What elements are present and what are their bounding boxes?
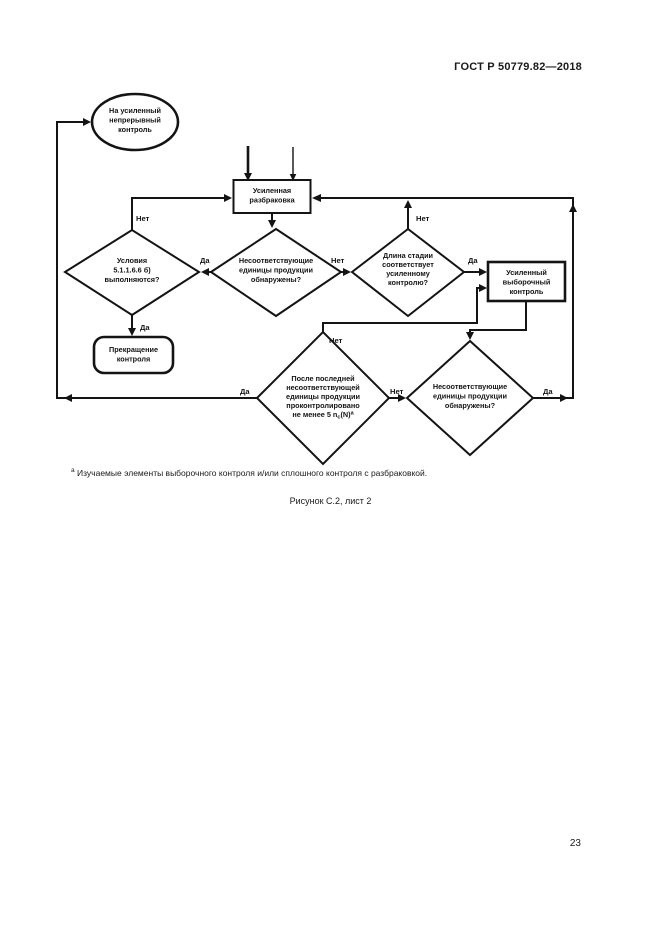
formula-pre: не менее 5 n [292,410,337,419]
svg-text:Усиленный: Усиленный [506,268,547,277]
node-stage-length-diamond [350,227,466,318]
formula-sup: а [351,411,355,417]
document-header: ГОСТ Р 50779.82—2018 [454,61,582,73]
svg-text:разбраковка: разбраковка [249,196,295,205]
svg-text:выполняются?: выполняются? [104,275,160,284]
flowchart-edge-labels: Нет Да Нет Нет Да Да Нет Нет Да Да [136,214,553,396]
node-tightened-sampling-label: Усиленный выборочный контроль [503,268,551,296]
svg-text:контроль: контроль [118,125,152,134]
connector-sampling-down [469,301,527,333]
node-start-ellipse [90,92,180,152]
arrowhead-return-up [569,204,577,212]
footnote-marker: а [71,467,75,474]
arrowhead-into-nonconf-bottom [466,332,474,340]
figure-caption: Рисунок С.2, лист 2 [289,496,372,506]
node-nonconforming-bottom-label: Несоответствующие единицы продукции обна… [433,382,507,410]
node-start-label: На усиленный непрерывный контроль [109,106,161,134]
svg-text:выборочный: выборочный [503,278,551,287]
edge-label-no-after-last-right: Нет [390,387,404,396]
svg-text:Усиленная: Усиленная [253,186,291,195]
svg-text:единицы продукции: единицы продукции [433,392,507,401]
svg-text:соответствует: соответствует [382,260,434,269]
footnote: а Изучаемые элементы выборочного контрол… [71,467,427,478]
edge-label-no-nonconf-top: Нет [331,256,345,265]
node-tightened-sampling-rect [486,260,567,303]
footnote-text: Изучаемые элементы выборочного контроля … [77,467,428,478]
svg-text:После последней: После последней [291,374,354,383]
edge-label-no-conditions: Нет [136,214,150,223]
flowchart-arrowheads [64,118,577,402]
svg-text:проконтролировано: проконтролировано [286,401,360,410]
svg-text:обнаружены?: обнаружены? [445,401,496,410]
flowchart-connectors [56,121,574,399]
flowchart-node-text: На усиленный непрерывный контроль Усилен… [104,106,550,421]
flowchart: На усиленный непрерывный контроль Усилен… [56,92,577,466]
formula-mid: (N) [340,410,351,419]
arrowhead-into-start [83,118,91,126]
arrowhead-into-sampling-bottom [479,284,487,292]
node-after-last-diamond [255,330,391,466]
node-conditions-diamond [63,228,201,317]
svg-text:контролю?: контролю? [388,278,429,287]
flowchart-nodes [63,92,567,466]
page-number: 23 [569,838,581,849]
arrowhead-nonconf-no-right [343,268,351,276]
edge-label-yes-nonconf-bottom: Да [543,387,553,396]
svg-text:Длина стадии: Длина стадии [383,251,433,260]
edge-label-no-stage: Нет [416,214,430,223]
edge-label-yes-after-last: Да [240,387,250,396]
node-nonconforming-top-diamond [209,227,343,318]
arrowhead-into-stop [128,328,136,336]
edge-label-yes-nonconf-top: Да [200,256,210,265]
svg-text:обнаружены?: обнаружены? [251,275,302,284]
svg-text:единицы продукции: единицы продукции [239,266,313,275]
arrowhead-into-rework-left [224,194,232,202]
arrowhead-into-sampling-top [479,268,487,276]
node-stop-terminator [92,335,175,375]
svg-text:Несоответствующие: Несоответствующие [239,256,313,265]
svg-text:Условия: Условия [117,256,147,265]
svg-text:Прекращение: Прекращение [109,345,158,354]
arrowhead-rework-down [268,220,276,228]
svg-text:Несоответствующие: Несоответствующие [433,382,507,391]
svg-text:контроль: контроль [510,287,544,296]
node-stop-label: Прекращение контроля [109,345,158,364]
connector-return-to-rework [320,197,574,399]
svg-text:5.1.1.6.6 б): 5.1.1.6.6 б) [113,266,151,275]
svg-text:несоответствующей: несоответствующей [286,383,360,392]
node-stage-length-label: Длина стадии соответствует усиленному ко… [382,251,434,287]
svg-text:контроля: контроля [117,355,151,364]
svg-text:единицы продукции: единицы продукции [286,392,360,401]
edge-label-yes-conditions: Да [140,323,150,332]
node-conditions-label: Условия 5.1.1.6.6 б) выполняются? [104,256,160,284]
node-nonconforming-top-label: Несоответствующие единицы продукции обна… [239,256,313,284]
arrowhead-nonconf-bottom-yes [560,394,568,402]
edge-label-yes-stage: Да [468,256,478,265]
svg-text:усиленному: усиленному [386,269,430,278]
arrowhead-nonconf-yes-left [201,268,209,276]
node-nonconforming-bottom-diamond [405,339,535,457]
arrowhead-entry-left [244,173,252,181]
arrowhead-afterlast-no-right [398,394,406,402]
node-rework-label: Усиленная разбраковка [249,186,295,205]
arrowhead-entry-right [289,174,297,181]
node-after-last-label: После последней несоответствующей единиц… [286,374,360,421]
formula-sub: с [337,415,340,421]
connector-afterlast-no-up [322,287,480,332]
arrowhead-return-left [64,394,72,402]
arrowhead-stage-no-up [404,200,412,208]
connector-afterlast-yes-return [56,121,257,399]
svg-text:На усиленный: На усиленный [109,106,161,115]
svg-text:непрерывный: непрерывный [109,116,161,125]
after-last-formula: не менее 5 nс(N)а [292,410,354,421]
node-rework-rect [232,179,312,214]
arrowhead-into-rework-right [312,194,321,202]
connector-conditions-no [131,197,225,230]
edge-label-no-after-last: Нет [329,336,343,345]
